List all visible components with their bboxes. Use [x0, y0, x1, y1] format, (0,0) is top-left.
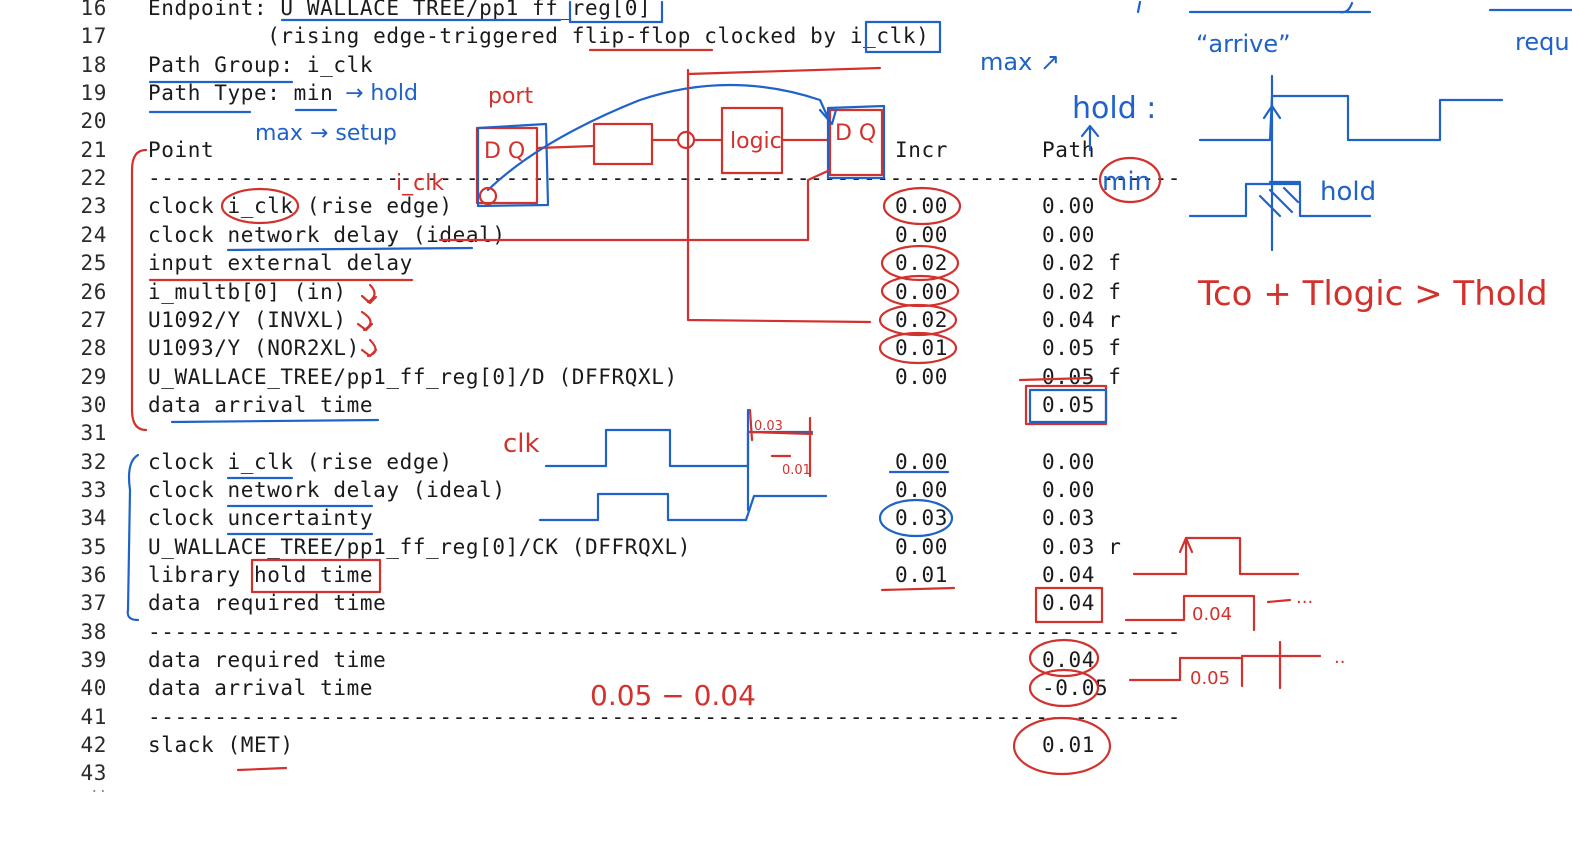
line-number-partial: ·· — [90, 784, 107, 800]
path-value: 0.05 f — [1042, 336, 1122, 361]
line-text: input external delay — [148, 251, 413, 276]
path-value: 0.04 — [1042, 591, 1095, 616]
path-value: Path — [1042, 137, 1095, 162]
line-text: clock network delay (ideal) — [148, 222, 506, 247]
line-number: 26 — [80, 279, 107, 304]
line-number: 34 — [80, 506, 107, 531]
line-number: 31 — [80, 421, 107, 446]
path-value: 0.02 f — [1042, 279, 1122, 304]
line-text: clock uncertainty — [148, 506, 374, 531]
line-text: U_WALLACE_TREE/pp1_ff_reg[0]/CK (DFFRQXL… — [148, 534, 691, 559]
line-number: 27 — [80, 307, 107, 332]
path-value: 0.04 r — [1042, 307, 1122, 332]
line-number: 17 — [80, 24, 107, 49]
incr-value: 0.00 — [895, 449, 948, 474]
line-number: 16 — [80, 0, 107, 20]
line-text: clock i_clk (rise edge) — [148, 449, 453, 474]
path-value: 0.02 f — [1042, 251, 1122, 276]
incr-value: 0.01 — [895, 336, 948, 361]
incr-value: 0.03 — [895, 506, 948, 531]
line-text: data arrival time — [148, 392, 374, 417]
incr-value: 0.00 — [895, 194, 948, 219]
line-text: Path Group: i_clk — [148, 52, 374, 77]
path-value: 0.00 — [1042, 222, 1095, 247]
line-number: 32 — [80, 449, 107, 474]
line-number: 18 — [80, 52, 107, 77]
line-number: 40 — [80, 676, 107, 701]
line-text: ----------------------------------------… — [148, 166, 1181, 191]
line-text: ----------------------------------------… — [148, 704, 1181, 729]
line-number: 33 — [80, 477, 107, 502]
line-text: ----------------------------------------… — [148, 619, 1181, 644]
line-number: 35 — [80, 534, 107, 559]
line-text: data required time — [148, 591, 387, 616]
incr-value: 0.02 — [895, 251, 948, 276]
line-text: clock i_clk (rise edge) — [148, 194, 453, 219]
line-text: U1093/Y (NOR2XL) — [148, 336, 360, 361]
line-number: 43 — [80, 761, 107, 786]
path-value: 0.03 r — [1042, 534, 1122, 559]
line-text: (rising edge-triggered flip-flop clocked… — [148, 24, 930, 49]
path-value: -0.05 — [1042, 676, 1109, 701]
line-text: slack (MET) — [148, 733, 294, 758]
path-value: 0.00 — [1042, 449, 1095, 474]
line-number: 24 — [80, 222, 107, 247]
line-text: U_WALLACE_TREE/pp1_ff_reg[0]/D (DFFRQXL) — [148, 364, 678, 389]
path-value: 0.05 f — [1042, 364, 1122, 389]
incr-value: 0.00 — [895, 222, 948, 247]
line-number: 23 — [80, 194, 107, 219]
line-text: data arrival time — [148, 676, 374, 701]
path-value: 0.00 — [1042, 194, 1095, 219]
path-value: 0.04 — [1042, 648, 1095, 673]
line-text: library hold time — [148, 563, 374, 587]
line-number: 37 — [80, 591, 107, 616]
line-number: 19 — [80, 81, 107, 106]
incr-value: 0.00 — [895, 279, 948, 304]
line-number: 36 — [80, 563, 107, 587]
line-number: 21 — [80, 137, 107, 162]
line-text: Path Type: min — [148, 81, 334, 106]
line-text: data required time — [148, 648, 387, 673]
line-text: Endpoint: U_WALLACE_TREE/pp1_ff_reg[0] — [148, 0, 652, 20]
line-number: 28 — [80, 336, 107, 361]
line-number: 38 — [80, 619, 107, 644]
path-value: 0.01 — [1042, 733, 1095, 758]
line-text: i_multb[0] (in) — [148, 279, 347, 304]
incr-value: 0.02 — [895, 307, 948, 332]
line-number: 22 — [80, 166, 107, 191]
line-number: 25 — [80, 251, 107, 276]
path-value: 0.04 — [1042, 563, 1095, 587]
line-number: 29 — [80, 364, 107, 389]
line-text: U1092/Y (INVXL) — [148, 307, 347, 332]
path-value: 0.03 — [1042, 506, 1095, 531]
line-number: 30 — [80, 392, 107, 417]
line-number: 41 — [80, 704, 107, 729]
line-number: 42 — [80, 733, 107, 758]
incr-value: Incr — [895, 137, 948, 162]
line-text: Point — [148, 137, 215, 162]
incr-value: 0.00 — [895, 364, 948, 389]
path-value: 0.05 — [1042, 392, 1095, 417]
line-number: 20 — [80, 109, 107, 134]
incr-value: 0.01 — [895, 563, 948, 587]
incr-value: 0.00 — [895, 534, 948, 559]
incr-value: 0.00 — [895, 477, 948, 502]
path-value: 0.00 — [1042, 477, 1095, 502]
line-text: clock network delay (ideal) — [148, 477, 506, 502]
line-number: 39 — [80, 648, 107, 673]
